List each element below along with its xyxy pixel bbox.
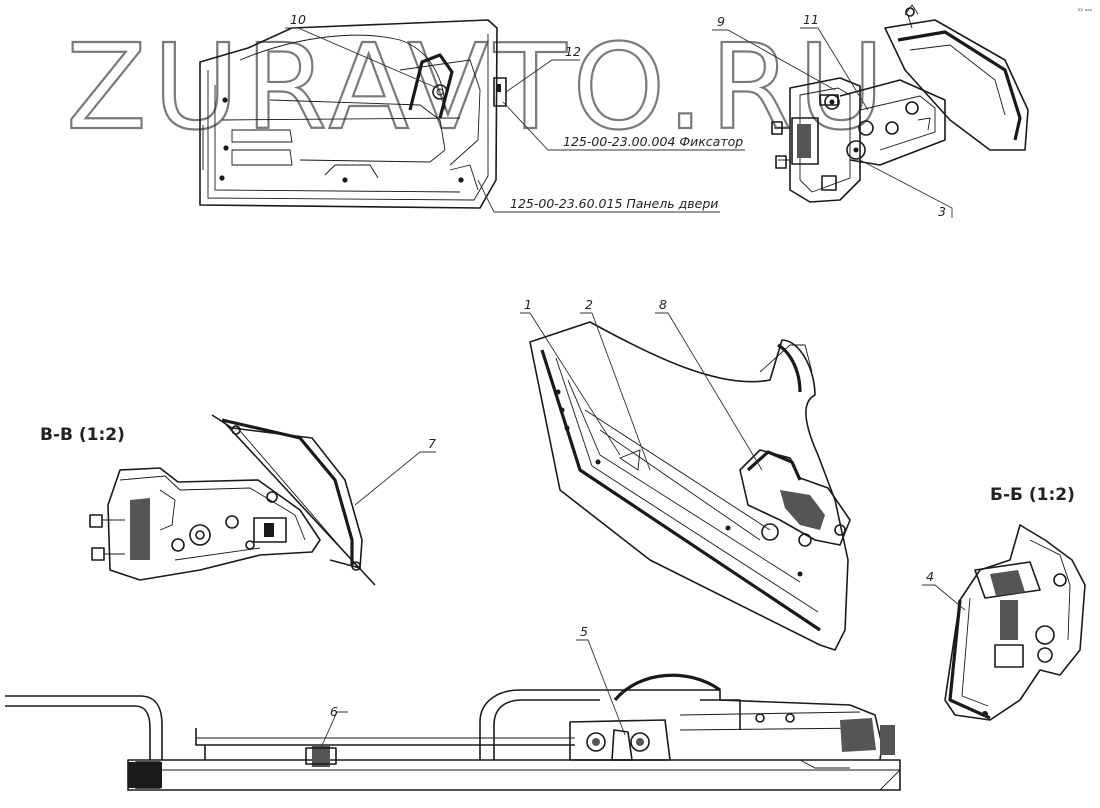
pos-label-5: 5	[580, 624, 588, 639]
leader-1	[520, 312, 621, 456]
door-isometric-view	[529, 321, 851, 651]
leader-fixator	[502, 101, 745, 151]
watermark-text: ZURAVTO.RU	[66, 18, 890, 156]
section-vv-view	[89, 414, 376, 586]
door-panel-view	[199, 19, 507, 209]
leader-6	[319, 711, 348, 751]
pos-label-8: 8	[659, 297, 667, 312]
section-title-bb: Б-Б (1:2)	[990, 485, 1075, 505]
section-title-vv: В-В (1:2)	[40, 425, 125, 445]
leader-door-panel	[477, 179, 720, 213]
callout-door-panel: 125-00-23.60.015 Панель двери	[510, 196, 718, 211]
pos-label-11: 11	[803, 12, 819, 27]
leader-7	[354, 451, 436, 506]
leader-12	[505, 59, 580, 93]
leader-9	[712, 29, 836, 91]
leader-2	[580, 312, 651, 471]
leader-4	[922, 584, 966, 611]
pos-label-1: 1	[524, 297, 532, 312]
pos-label-6: 6	[330, 704, 338, 719]
pos-label-2: 2	[585, 297, 593, 312]
corner-mark: ⁸³ ᵒᵒᵒ	[1078, 8, 1093, 15]
leader-11	[800, 27, 869, 111]
section-bb-view	[944, 524, 1086, 721]
bottom-assembly-view	[5, 673, 901, 791]
pos-label-4: 4	[926, 569, 934, 584]
callout-fixator: 125-00-23.00.004 Фиксатор	[563, 134, 743, 149]
pos-label-3: 3	[938, 204, 946, 219]
lock-mechanism-view	[771, 4, 1029, 203]
leader-5	[576, 639, 626, 736]
leader-10	[285, 27, 438, 89]
pos-label-7: 7	[428, 436, 436, 451]
pos-label-9: 9	[717, 14, 725, 29]
pos-label-12: 12	[565, 44, 581, 59]
leader-3	[859, 159, 953, 218]
pos-label-10: 10	[290, 12, 306, 27]
leader-8	[655, 312, 763, 471]
